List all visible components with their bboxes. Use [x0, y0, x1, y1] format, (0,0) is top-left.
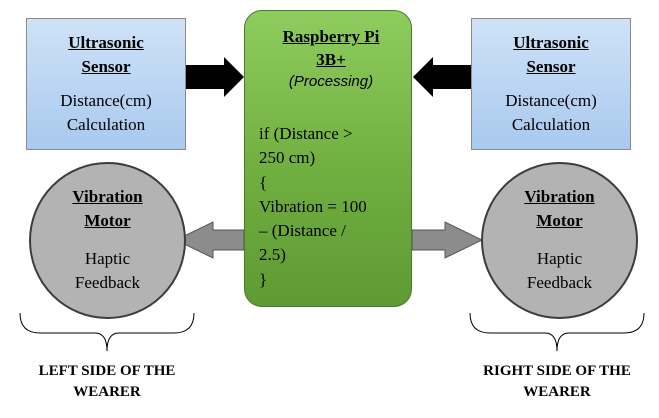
left-sensor-text: Distance(cm) Calculation: [60, 91, 152, 134]
right-sensor-title: Ultrasonic Sensor: [513, 33, 589, 76]
pi-title: Raspberry Pi 3B+: [282, 27, 380, 69]
right-motor-text: Haptic Feedback: [526, 249, 593, 292]
arrow-left-sensor-to-pi: [186, 57, 244, 97]
code-line: }: [259, 269, 268, 289]
right-ultrasonic-sensor: Ultrasonic Sensor Distance(cm) Calculati…: [471, 18, 631, 150]
pi-subtitle: (Processing): [288, 73, 374, 90]
code-line: 250 cm): [259, 148, 316, 168]
right-sensor-text: Distance(cm) Calculation: [505, 91, 597, 134]
pi-code: if (Distance > 250 cm) { Vibration = 100…: [259, 122, 403, 292]
right-vibration-motor: Vibration Motor Haptic Feedback: [481, 162, 638, 319]
right-motor-title: Vibration Motor: [524, 187, 595, 230]
left-side-caption: LEFT SIDE OF THE WEARER: [38, 363, 176, 400]
left-sensor-title: Ultrasonic Sensor: [68, 33, 144, 76]
arrow-pi-to-right-motor: [411, 221, 484, 259]
arrow-pi-to-left-motor: [174, 221, 245, 259]
arrow-right-sensor-to-pi: [413, 57, 471, 97]
left-brace: [19, 312, 195, 352]
code-line: 2.5): [259, 245, 286, 265]
right-brace: [469, 312, 645, 352]
code-line: {: [259, 172, 268, 192]
code-line: Vibration = 100: [259, 196, 367, 216]
left-vibration-motor: Vibration Motor Haptic Feedback: [29, 162, 186, 319]
code-line: – (Distance /: [259, 221, 346, 241]
right-side-caption: RIGHT SIDE OF THE WEARER: [483, 363, 631, 400]
left-motor-title: Vibration Motor: [72, 187, 143, 230]
code-line: if (Distance >: [259, 124, 353, 143]
left-ultrasonic-sensor: Ultrasonic Sensor Distance(cm) Calculati…: [26, 18, 186, 150]
raspberry-pi-block: Raspberry Pi 3B+ (Processing) if (Distan…: [244, 10, 412, 307]
left-motor-text: Haptic Feedback: [74, 249, 141, 292]
